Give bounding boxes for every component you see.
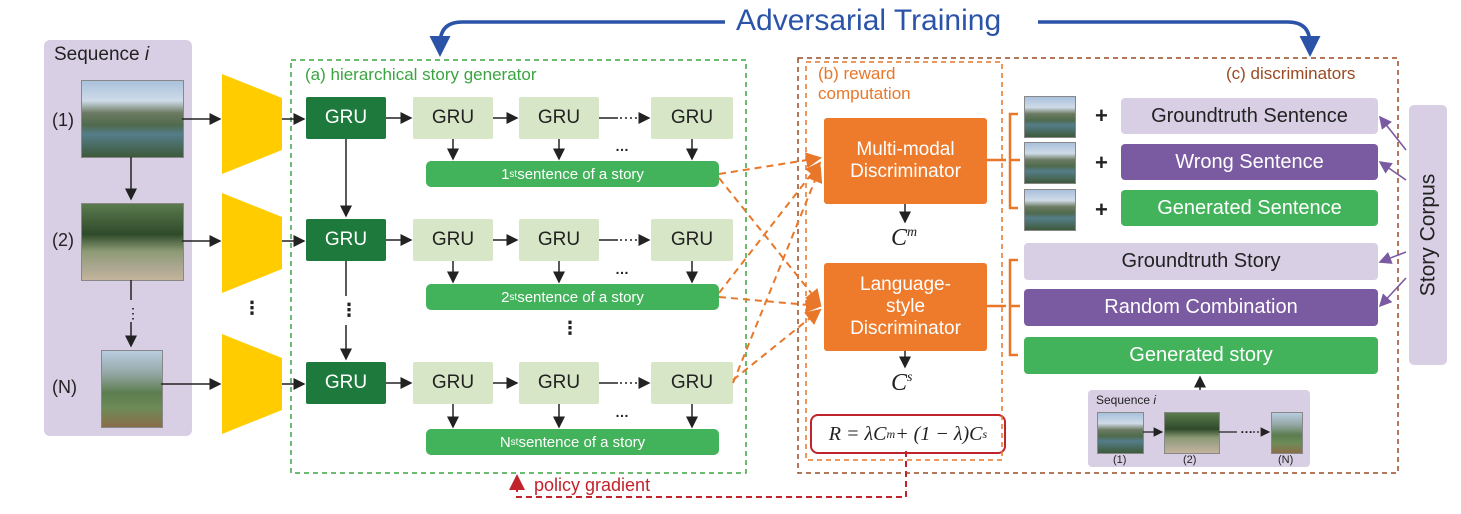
sequence-label-n: (N) — [52, 377, 77, 397]
plus-sign: + — [1095, 103, 1108, 128]
cnn-1: CNN — [242, 105, 263, 145]
gru-word: GRU — [651, 362, 733, 404]
image-1 — [81, 80, 184, 158]
gru-sentence-1: GRU — [306, 97, 386, 139]
dots: … — [615, 138, 629, 154]
cnn-2: CNN — [242, 223, 263, 263]
mini-image-2 — [1164, 412, 1220, 454]
disc-image — [1024, 96, 1076, 138]
mini-dots: … — [1240, 421, 1253, 436]
adversarial-training-title: Adversarial Training — [736, 4, 1002, 37]
plus-sign: + — [1095, 150, 1108, 175]
groundtruth-story-bar: Groundtruth Story — [1024, 243, 1378, 280]
plus-sign: + — [1095, 197, 1108, 222]
disc-image — [1024, 189, 1076, 231]
wrong-sentence-bar: Wrong Sentence — [1121, 144, 1378, 180]
disc-image — [1024, 142, 1076, 184]
gru-word: GRU — [519, 219, 599, 261]
gru-sentence-n: GRU — [306, 362, 386, 404]
generator-title: (a) hierarchical story generator — [305, 65, 537, 84]
groundtruth-sentence-bar: Groundtruth Sentence — [1121, 98, 1378, 134]
sequence-title: Sequence i — [54, 44, 150, 65]
mini-label-2: (2) — [1183, 454, 1197, 466]
cnn-n: CNN — [242, 363, 263, 403]
gru-word: GRU — [651, 219, 733, 261]
story-corpus: Story Corpus — [1409, 105, 1447, 365]
discriminators-title: (c) discriminators — [1226, 64, 1356, 83]
gru-word: GRU — [651, 97, 733, 139]
mini-label-n: (N) — [1278, 454, 1294, 466]
reward-title: (b) reward computation — [818, 64, 911, 103]
image-n — [101, 350, 163, 428]
generated-sentence-bar: Generated Sentence — [1121, 190, 1378, 226]
cs-label: Cs — [891, 370, 913, 396]
mini-image-1 — [1097, 412, 1144, 454]
dots: … — [615, 261, 629, 277]
cnn-ellipsis: ⋮ — [243, 298, 261, 318]
generated-story-bar: Generated story — [1024, 337, 1378, 374]
dots: … — [615, 404, 629, 420]
sequence-label-1: (1) — [52, 110, 74, 130]
random-combination-bar: Random Combination — [1024, 289, 1378, 326]
gru-word: GRU — [413, 97, 493, 139]
gru-word: GRU — [519, 97, 599, 139]
sequence-label-2: (2) — [52, 230, 74, 250]
image-2 — [81, 203, 184, 281]
adversarial-arrow-right — [1038, 20, 1321, 57]
adversarial-arrow-left — [429, 20, 725, 57]
gru-word: GRU — [413, 362, 493, 404]
vdots: ⋮ — [340, 300, 358, 320]
mini-label-1: (1) — [1113, 454, 1127, 466]
vdots: ⋮ — [561, 318, 579, 338]
cm-label: Cm — [891, 225, 918, 251]
mini-image-n — [1271, 412, 1303, 454]
gru-word: GRU — [413, 219, 493, 261]
policy-gradient-label: policy gradient — [534, 475, 651, 495]
gru-word: GRU — [519, 362, 599, 404]
mini-sequence-title: Sequence i — [1096, 393, 1157, 407]
gru-sentence-2: GRU — [306, 219, 386, 261]
